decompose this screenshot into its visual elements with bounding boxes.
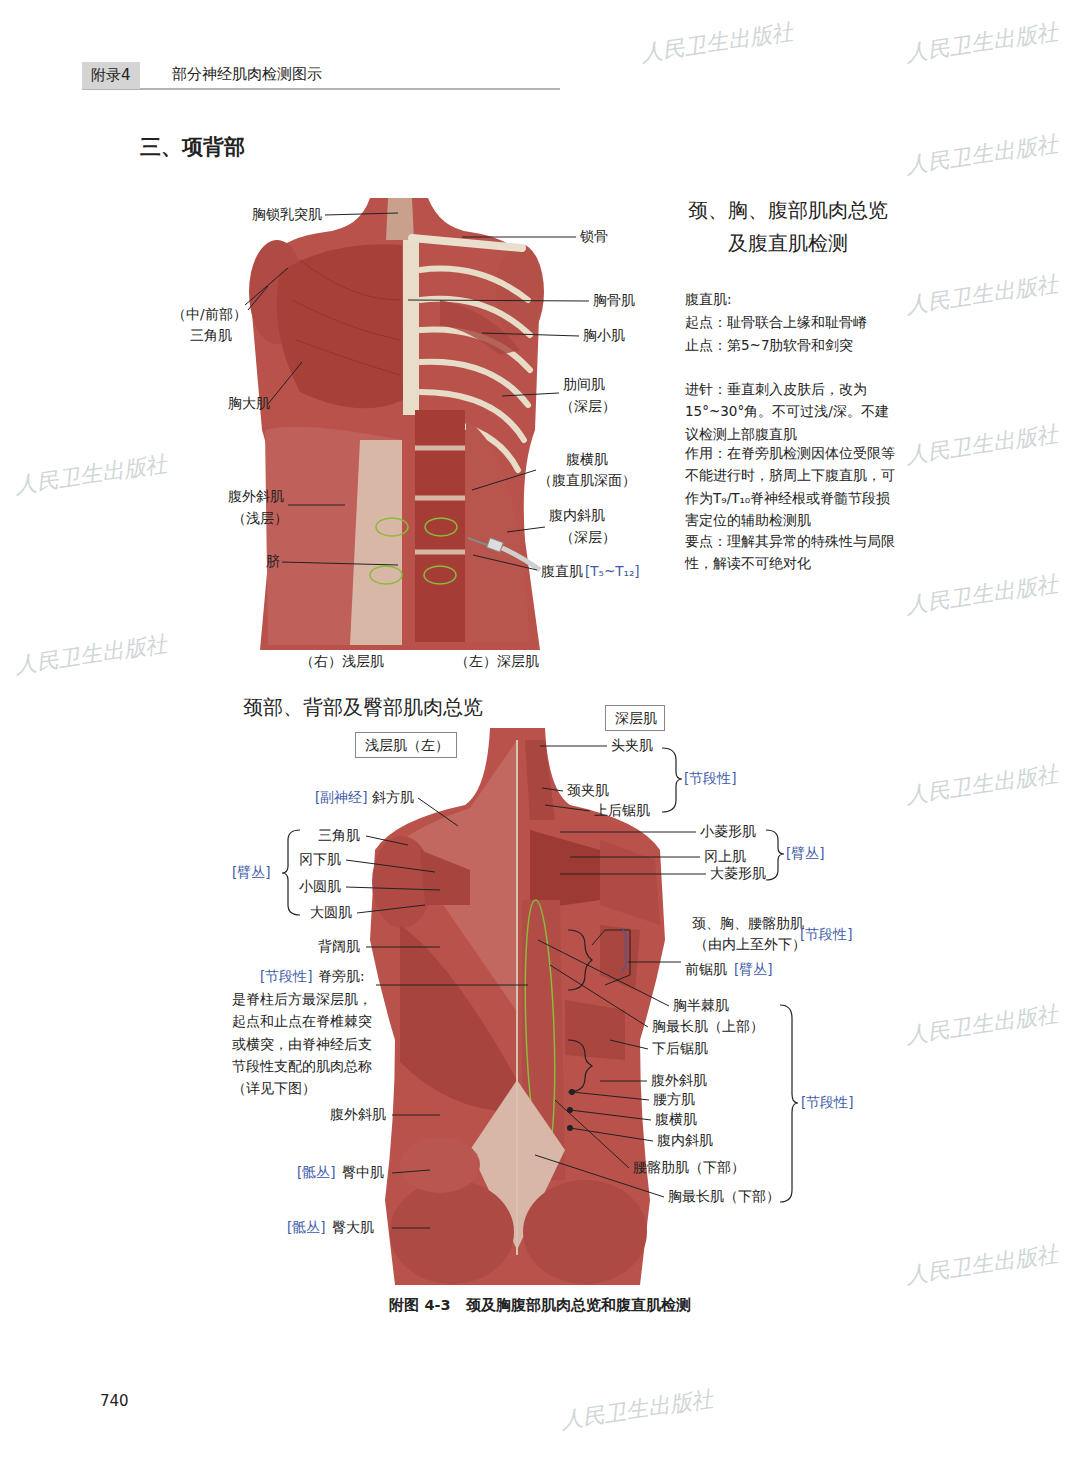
anatomy-label: 腰方肌 bbox=[653, 1091, 695, 1109]
anatomy-label: [节段性] bbox=[684, 770, 737, 788]
anatomy-label: 腰髂肋肌（下部） bbox=[633, 1159, 745, 1177]
anatomy-label: 肋间肌 bbox=[563, 376, 605, 394]
anatomy-label: 起点：耻骨联合上缘和耻骨嵴 bbox=[685, 314, 867, 332]
box-text: 附录4 bbox=[91, 66, 131, 85]
text-block: 要点：理解其异常的特殊性与局限性，解读不可绝对化 bbox=[685, 530, 895, 575]
anatomy-label: 小菱形肌 bbox=[700, 823, 756, 841]
anatomy-label: （左）深层肌 bbox=[455, 653, 539, 671]
anatomy-label: 小圆肌 bbox=[299, 878, 341, 896]
anatomy-label: 大圆肌 bbox=[310, 904, 352, 922]
anatomy-label: 三角肌 bbox=[318, 827, 360, 845]
anatomy-label: 腹外斜肌 bbox=[228, 488, 284, 506]
anatomy-label: [骶丛] bbox=[287, 1219, 326, 1237]
watermark: 人民卫生出版社 bbox=[904, 1239, 1061, 1290]
anatomy-label: [节段性] bbox=[800, 926, 853, 944]
anatomy-label: [节段性] bbox=[801, 1094, 854, 1112]
anatomy-label: 止点：第5~7肋软骨和剑突 bbox=[685, 337, 854, 355]
anatomy-label: 头夹肌 bbox=[611, 737, 653, 755]
anatomy-label: 胸小肌 bbox=[583, 327, 625, 345]
anatomy-label: （深层） bbox=[560, 398, 616, 416]
watermark: 人民卫生出版社 bbox=[904, 129, 1061, 180]
anatomy-label: 臀中肌 bbox=[342, 1164, 384, 1182]
anatomy-label: （腹直肌深面） bbox=[538, 472, 636, 490]
anatomy-label: 胸最长肌（上部） bbox=[652, 1018, 764, 1036]
watermark: 人民卫生出版社 bbox=[904, 759, 1061, 810]
anatomy-label: 胸大肌 bbox=[228, 395, 270, 413]
watermark: 人民卫生出版社 bbox=[904, 569, 1061, 620]
anatomy-label: 脊旁肌: bbox=[318, 968, 365, 986]
anatomy-label: 腹横肌 bbox=[655, 1111, 697, 1129]
text-block: 作用：在脊旁肌检测因体位受限等不能进行时，脐周上下腹直肌，可作为T₉/T₁₀脊神… bbox=[685, 442, 895, 531]
anatomy-label: 脐 bbox=[266, 553, 280, 571]
anatomy-label: [臂丛] bbox=[734, 961, 773, 979]
anatomy-label: （深层） bbox=[560, 529, 616, 547]
anatomy-label: 部分神经肌肉检测图示 bbox=[172, 65, 322, 85]
anatomy-label: 下后锯肌 bbox=[652, 1040, 708, 1058]
anatomy-label: （右）浅层肌 bbox=[300, 653, 384, 671]
watermark: 人民卫生出版社 bbox=[904, 17, 1061, 68]
anatomy-label: 三角肌 bbox=[190, 327, 232, 345]
box-text: 浅层肌（左） bbox=[365, 737, 447, 755]
watermark: 人民卫生出版社 bbox=[559, 1384, 716, 1435]
anatomy-label: 腹横肌 bbox=[566, 451, 608, 469]
anatomy-label: （浅层） bbox=[232, 510, 288, 528]
anatomy-label: 腹直肌: bbox=[685, 291, 732, 309]
anatomy-label: [臂丛] bbox=[232, 864, 271, 882]
anatomy-label: 颈部、背部及臀部肌肉总览 bbox=[243, 694, 483, 720]
layer-box: 浅层肌（左） bbox=[355, 732, 457, 758]
anatomy-label: 背阔肌 bbox=[318, 938, 360, 956]
anatomy-label: [臂丛] bbox=[786, 845, 825, 863]
anatomy-label: 腹内斜肌 bbox=[657, 1132, 713, 1150]
anatomy-label: 颈夹肌 bbox=[567, 782, 609, 800]
anatomy-label: 斜方肌 bbox=[372, 789, 414, 807]
anatomy-label: 胸锁乳突肌 bbox=[252, 206, 322, 224]
anatomy-label: [骶丛] bbox=[297, 1164, 336, 1182]
layer-box: 深层肌 bbox=[605, 705, 665, 731]
anatomy-label: 冈下肌 bbox=[299, 851, 341, 869]
anatomy-label: 上后锯肌 bbox=[594, 802, 650, 820]
anatomy-label: [节段性] bbox=[260, 968, 313, 986]
anatomy-label: 胸最长肌（下部） bbox=[668, 1188, 780, 1206]
appendix-tag: 附录4 bbox=[82, 62, 140, 89]
anatomy-label: 冈上肌 bbox=[704, 848, 746, 866]
anatomy-label: 锁骨 bbox=[580, 228, 608, 246]
anatomy-label: 腹外斜肌 bbox=[651, 1072, 707, 1090]
anatomy-label: 颈、胸、腰髂肋肌 bbox=[692, 915, 804, 933]
watermark: 人民卫生出版社 bbox=[13, 449, 170, 500]
anatomy-label: 胸半棘肌 bbox=[673, 997, 729, 1015]
watermark: 人民卫生出版社 bbox=[904, 419, 1061, 470]
anatomy-label: 腹直肌 bbox=[541, 563, 583, 581]
watermark: 人民卫生出版社 bbox=[904, 269, 1061, 320]
box-text: 深层肌 bbox=[615, 710, 655, 728]
anatomy-label: （中/前部） bbox=[172, 306, 247, 324]
anatomy-label: 腹外斜肌 bbox=[330, 1106, 386, 1124]
text-block: 进针：垂直刺入皮肤后，改为15°~30°角。不可过浅/深。不建议检测上部腹直肌 bbox=[685, 378, 895, 445]
anatomy-label: [副神经] bbox=[315, 789, 368, 807]
anatomy-label: 胸骨肌 bbox=[593, 292, 635, 310]
figure-caption: 附图 4-3 颈及胸腹部肌肉总览和腹直肌检测 bbox=[389, 1296, 690, 1315]
watermark: 人民卫生出版社 bbox=[639, 17, 796, 68]
anatomy-label: 前锯肌 bbox=[685, 961, 727, 979]
anatomy-label: 腹内斜肌 bbox=[549, 507, 605, 525]
text-block: 颈、胸、腹部肌肉总览 及腹直肌检测 bbox=[678, 194, 898, 260]
watermark: 人民卫生出版社 bbox=[13, 629, 170, 680]
watermark: 人民卫生出版社 bbox=[904, 999, 1061, 1050]
anatomy-label: 740 bbox=[100, 1392, 129, 1412]
anatomy-label: 大菱形肌 bbox=[710, 865, 766, 883]
anatomy-label: [T₅~T₁₂] bbox=[585, 563, 640, 581]
anatomy-label: 臀大肌 bbox=[332, 1219, 374, 1237]
section-title: 三、项背部 bbox=[140, 134, 245, 161]
text-block: 是脊柱后方最深层肌，起点和止点在脊椎棘突或横突，由脊神经后支节段性支配的肌肉总称… bbox=[232, 988, 372, 1099]
anatomy-label: （由内上至外下） bbox=[694, 936, 806, 954]
